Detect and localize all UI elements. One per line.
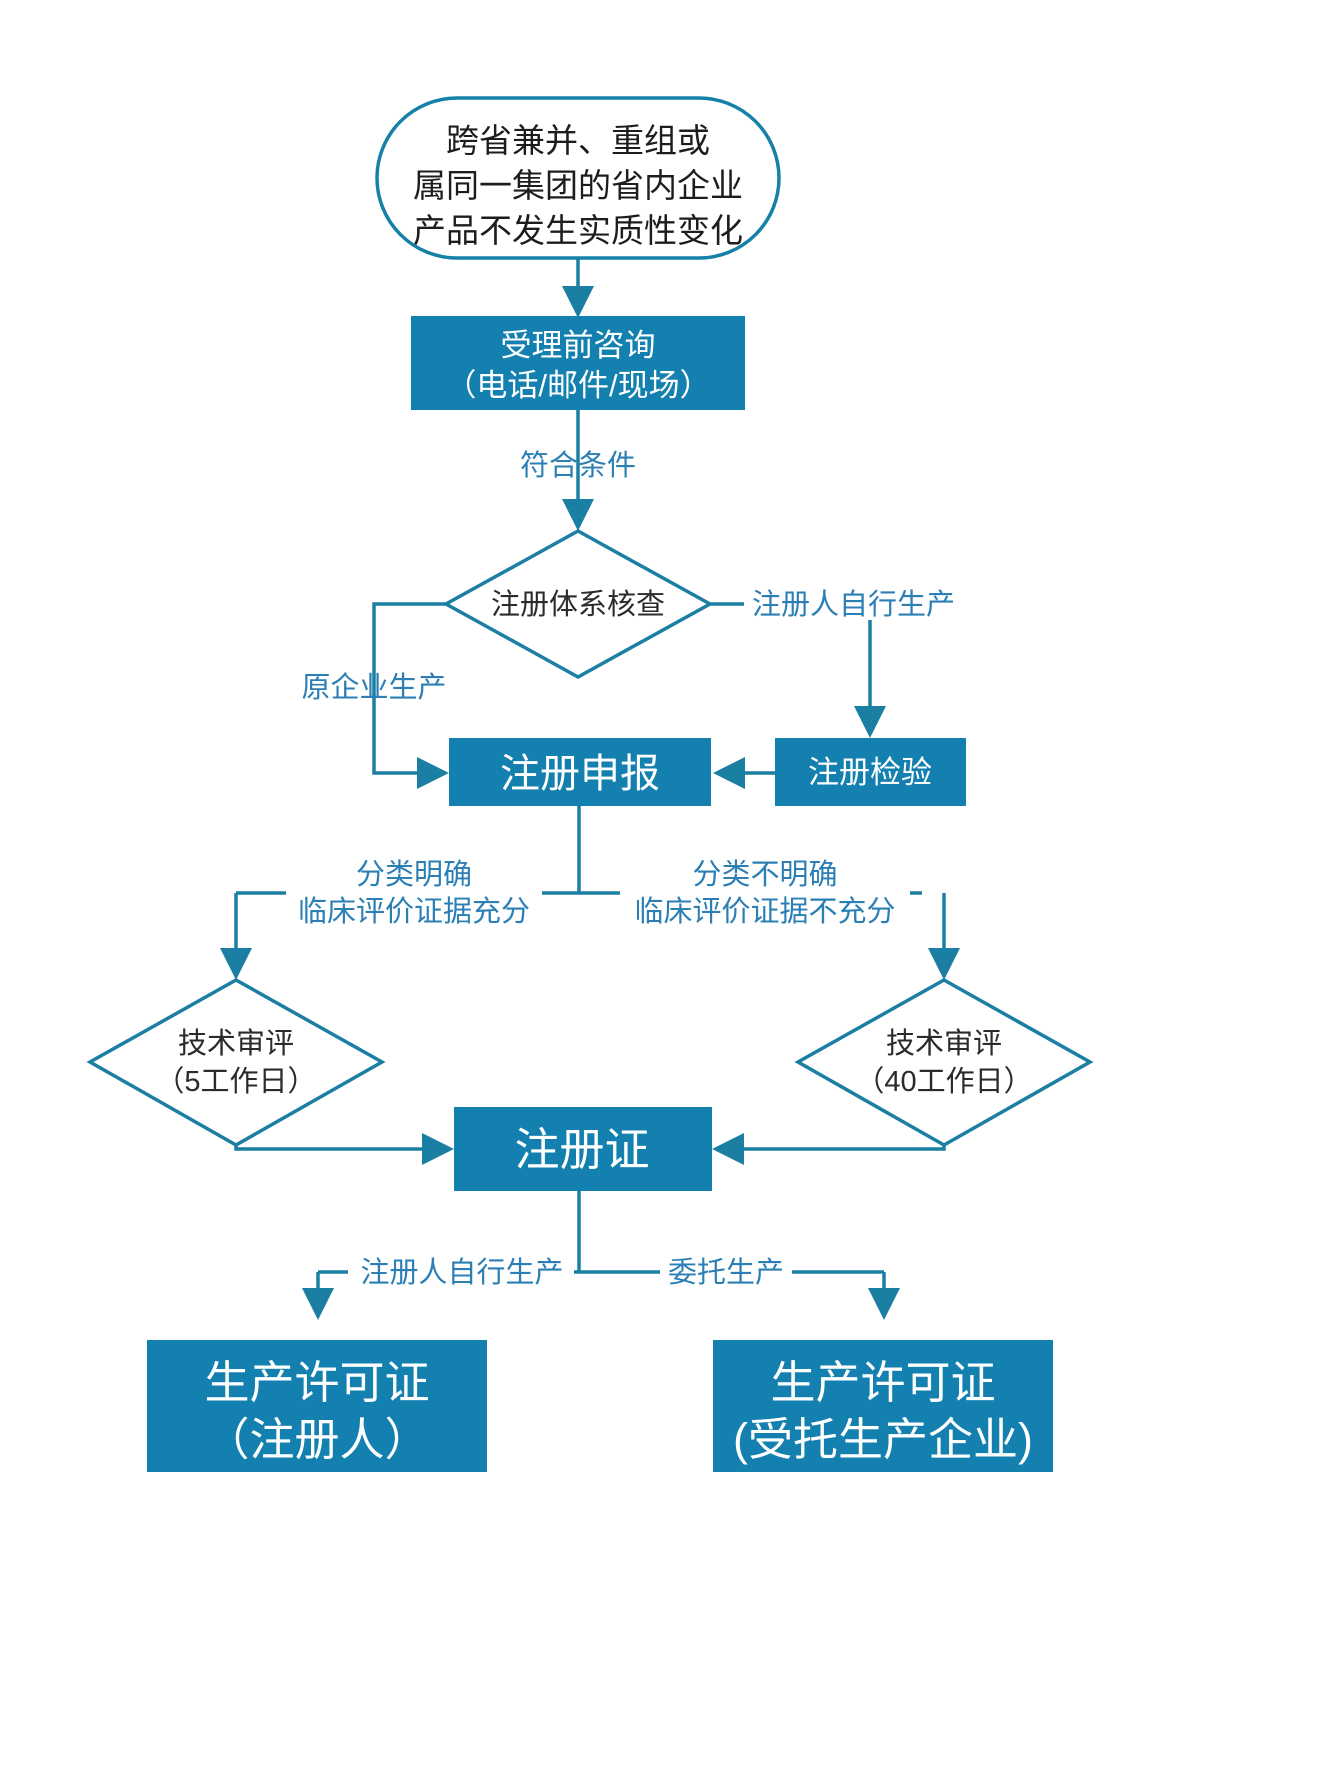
node-license-entrusted-line-1: 生产许可证: [770, 1357, 995, 1408]
node-system-check: 注册体系核查: [442, 529, 714, 679]
node-registration-apply: 注册申报: [449, 738, 711, 806]
edge-fastreview-to-cert: [234, 1133, 454, 1165]
node-pre-consult-line-2: （电话/邮件/现场）: [445, 368, 710, 403]
node-registration-cert: 注册证: [454, 1107, 712, 1191]
edge-label-self-production: 注册人自行生产: [752, 588, 955, 621]
edge-label-original-enterprise: 原企业生产: [301, 671, 446, 704]
edge-test-to-apply: [713, 757, 775, 789]
node-tech-review-slow-line-2: （40工作日）: [855, 1065, 1032, 1098]
node-start: 跨省兼并、重组或 属同一集团的省内企业 产品不发生实质性变化: [375, 96, 781, 260]
edge-label-self-production-2: 注册人自行生产: [360, 1256, 563, 1289]
edge-label-class-clear-2: 临床评价证据充分: [298, 895, 530, 928]
node-start-line-3: 产品不发生实质性变化: [413, 212, 743, 249]
node-license-entrusted-line-2: (受托生产企业): [733, 1414, 1033, 1465]
edge-systemcheck-to-test: [710, 602, 886, 738]
node-tech-review-slow: 技术审评 （40工作日）: [794, 977, 1094, 1148]
edge-start-to-preconsult: [562, 258, 594, 318]
node-pre-consult-line-1: 受理前咨询: [501, 328, 656, 363]
edge-label-class-unclear-1: 分类不明确: [692, 858, 837, 891]
node-registration-test: 注册检验: [775, 738, 966, 806]
node-start-line-2: 属同一集团的省内企业: [413, 167, 743, 204]
edge-label-entrusted-production: 委托生产: [668, 1256, 784, 1289]
node-pre-consult: 受理前咨询 （电话/邮件/现场）: [411, 316, 745, 410]
node-registration-test-label: 注册检验: [808, 755, 932, 790]
node-start-line-1: 跨省兼并、重组或: [446, 122, 710, 159]
node-tech-review-fast-line-1: 技术审评: [178, 1027, 294, 1060]
node-license-self: 生产许可证 （注册人）: [147, 1340, 487, 1472]
node-registration-cert-label: 注册证: [514, 1124, 649, 1175]
node-tech-review-fast-line-2: （5工作日）: [155, 1065, 316, 1098]
node-tech-review-fast: 技术审评 （5工作日）: [86, 977, 386, 1148]
node-license-self-line-1: 生产许可证: [204, 1357, 429, 1408]
edge-label-class-clear-1: 分类明确: [356, 858, 472, 891]
edge-label-meets-conditions: 符合条件: [520, 449, 636, 482]
edge-label-class-unclear-2: 临床评价证据不充分: [634, 895, 895, 928]
edge-systemcheck-to-apply-left: [372, 602, 449, 789]
edge-slowreview-to-cert: [712, 1133, 946, 1165]
node-license-self-line-2: （注册人）: [204, 1414, 429, 1465]
node-system-check-label: 注册体系核查: [491, 588, 665, 621]
node-registration-apply-label: 注册申报: [500, 752, 660, 796]
node-tech-review-slow-line-1: 技术审评: [886, 1027, 1002, 1060]
node-license-entrusted: 生产许可证 (受托生产企业): [713, 1340, 1053, 1472]
edge-preconsult-to-systemcheck: [562, 410, 594, 531]
